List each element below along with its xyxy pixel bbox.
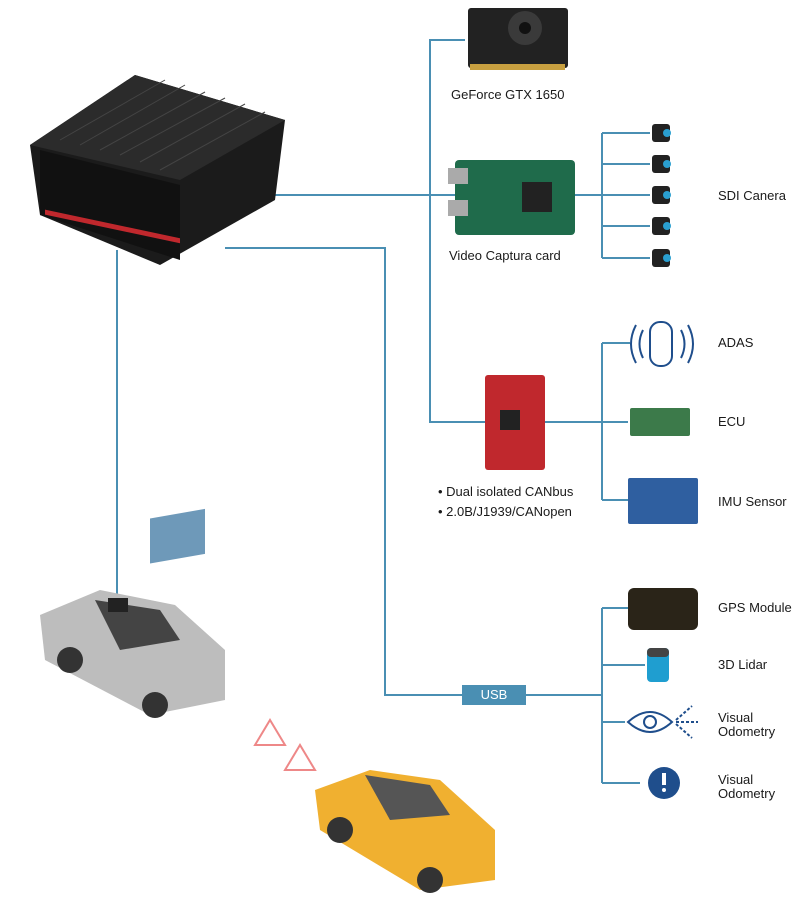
eye-icon	[626, 705, 698, 739]
imu-label: IMU Sensor	[718, 494, 787, 509]
can-bullet-2: • 2.0B/J1939/CANopen	[438, 504, 572, 519]
vo1-line2: Odometry	[718, 724, 776, 739]
vo1-line1: Visual	[718, 710, 754, 725]
lidar-label: 3D Lidar	[718, 657, 768, 672]
imu-board-image	[628, 478, 698, 524]
capture-card-label: Video Captura card	[449, 248, 561, 263]
ecu-board-image	[630, 408, 690, 436]
vo2-line2: Odometry	[718, 786, 776, 801]
gpu-label: GeForce GTX 1650	[451, 87, 565, 102]
yellow-car-image	[315, 770, 495, 893]
can-card-image	[485, 375, 545, 470]
gps-board-image	[628, 588, 698, 630]
line-usb	[225, 247, 645, 784]
gpu-image	[468, 8, 568, 70]
camera-label: SDI Canera	[718, 188, 786, 203]
vo2-line1: Visual	[718, 772, 754, 787]
warning-icons	[253, 718, 317, 771]
ecu-label: ECU	[718, 414, 746, 429]
usb-badge: USB	[462, 685, 526, 705]
grey-car-image	[40, 590, 225, 718]
capture-card-image	[448, 160, 575, 235]
embedded-computer-image	[30, 75, 285, 265]
alert-icon	[648, 767, 680, 799]
adas-label: ADAS	[718, 335, 754, 350]
camera-icons	[652, 124, 671, 267]
line-cameras	[575, 132, 650, 259]
lidar-icon	[647, 648, 669, 682]
line-gpu	[265, 39, 485, 423]
screen-image	[150, 508, 205, 564]
gps-label: GPS Module	[718, 600, 792, 615]
can-bullet-1: • Dual isolated CANbus	[438, 484, 574, 499]
line-can	[545, 342, 630, 501]
adas-car-icon	[630, 321, 694, 367]
